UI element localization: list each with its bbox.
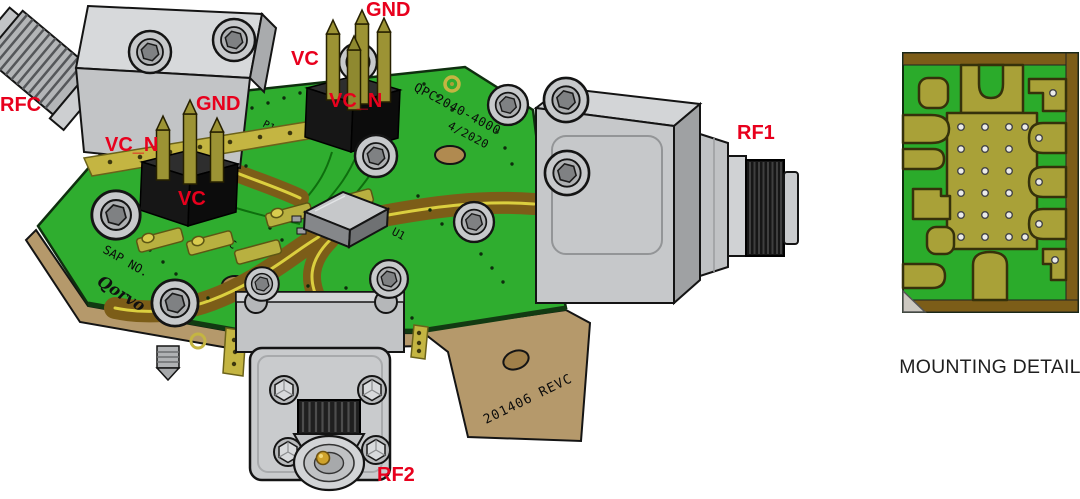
hex-screw bbox=[211, 17, 257, 63]
flange-bolt bbox=[361, 435, 391, 465]
label-vcn-left: VC_N bbox=[105, 134, 159, 156]
header-left bbox=[139, 98, 241, 228]
label-gnd-top: GND bbox=[366, 0, 411, 21]
rf2-assembly bbox=[235, 290, 405, 492]
hex-screw bbox=[542, 76, 590, 124]
label-rf1: RF1 bbox=[737, 122, 775, 144]
fiducial-ring bbox=[443, 75, 461, 93]
chip-u1 bbox=[291, 190, 391, 249]
inset-vias bbox=[957, 89, 1059, 264]
hex-screw bbox=[543, 149, 591, 197]
label-rfc: RFC bbox=[0, 94, 42, 116]
header-pin bbox=[325, 8, 392, 111]
mounting-screw-bottom bbox=[155, 345, 181, 382]
header-pin bbox=[155, 98, 225, 185]
silkscreen-u1: U1 bbox=[390, 225, 408, 243]
hex-screw bbox=[452, 200, 496, 244]
fiducial-ring bbox=[189, 332, 207, 350]
header-top bbox=[304, 8, 403, 154]
flange-bolt bbox=[357, 375, 387, 405]
fiducial-dot bbox=[450, 82, 454, 86]
rf1-connector bbox=[699, 132, 799, 278]
hex-screw bbox=[368, 258, 410, 300]
rf2-center-pin bbox=[315, 450, 331, 466]
flange-bolt bbox=[269, 375, 299, 405]
label-vc-left: VC bbox=[178, 188, 206, 210]
rf2-connector bbox=[292, 399, 366, 492]
inset-corner-chip bbox=[902, 289, 927, 313]
board-mounting-hole bbox=[434, 145, 466, 165]
hex-screw bbox=[127, 29, 173, 75]
header-pads bbox=[135, 188, 375, 265]
hex-screw bbox=[353, 133, 399, 179]
mounting-detail-inset bbox=[901, 52, 1079, 313]
inset-center-pad bbox=[945, 111, 1039, 251]
carrier-hole bbox=[502, 349, 530, 371]
mounting-detail-caption: MOUNTING DETAIL bbox=[899, 356, 1080, 378]
label-rf2: RF2 bbox=[377, 464, 415, 486]
hex-screw bbox=[244, 266, 280, 302]
hex-screw bbox=[90, 189, 142, 241]
label-gnd-left: GND bbox=[196, 93, 241, 115]
label-vc-top: VC bbox=[291, 48, 319, 70]
hex-screw bbox=[150, 278, 200, 328]
label-vcn-top: VC_N bbox=[329, 90, 383, 112]
inset-notch bbox=[977, 63, 1005, 100]
inset-copper-pads bbox=[901, 63, 1068, 302]
hex-screw bbox=[486, 83, 530, 127]
